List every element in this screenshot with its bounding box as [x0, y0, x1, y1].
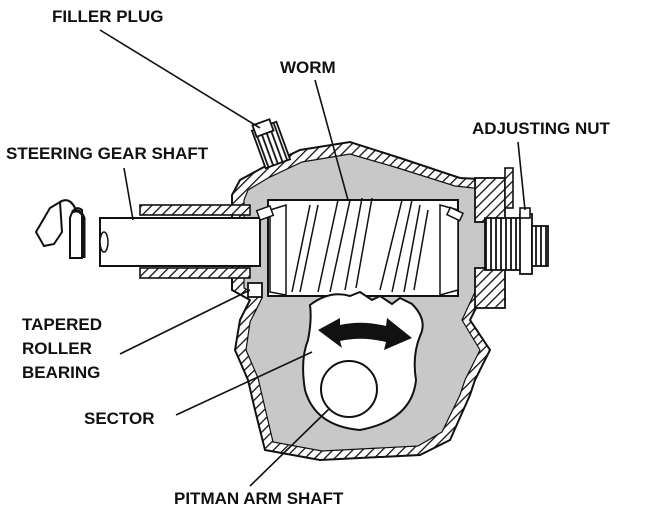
label-tapered-roller-bearing-line2: ROLLER [22, 339, 92, 358]
leader-steering-gear-shaft [123, 167, 134, 221]
label-tapered-roller-bearing-line1: TAPERED [22, 315, 102, 334]
label-worm: WORM [280, 58, 336, 77]
adjusting-nut [474, 167, 549, 309]
tapered-roller-bearing [247, 204, 465, 298]
label-tapered-roller-bearing-line3: BEARING [22, 363, 100, 382]
labels: FILLER PLUG WORM ADJUSTING NUT STEERING … [6, 7, 611, 508]
leader-worm [314, 79, 349, 201]
label-pitman-arm-shaft: PITMAN ARM SHAFT [174, 489, 344, 508]
leader-pitman-arm-shaft [249, 407, 331, 487]
leader-adjusting-nut [517, 141, 526, 211]
pitman-arm-shaft-circle [320, 360, 378, 418]
leader-tapered-roller-bearing [119, 289, 251, 355]
filler-plug [250, 118, 292, 170]
steering-gear-shaft [99, 204, 261, 279]
leader-sector [175, 351, 313, 416]
leader-filler-plug [99, 29, 261, 129]
leader-lines [99, 29, 526, 487]
curved-rotation-arrow-icon [34, 199, 86, 259]
label-adjusting-nut: ADJUSTING NUT [472, 119, 611, 138]
label-steering-gear-shaft: STEERING GEAR SHAFT [6, 144, 209, 163]
label-sector: SECTOR [84, 409, 155, 428]
double-headed-curved-arrow-icon [318, 318, 412, 350]
label-filler-plug: FILLER PLUG [52, 7, 163, 26]
worm-gear [267, 197, 459, 297]
